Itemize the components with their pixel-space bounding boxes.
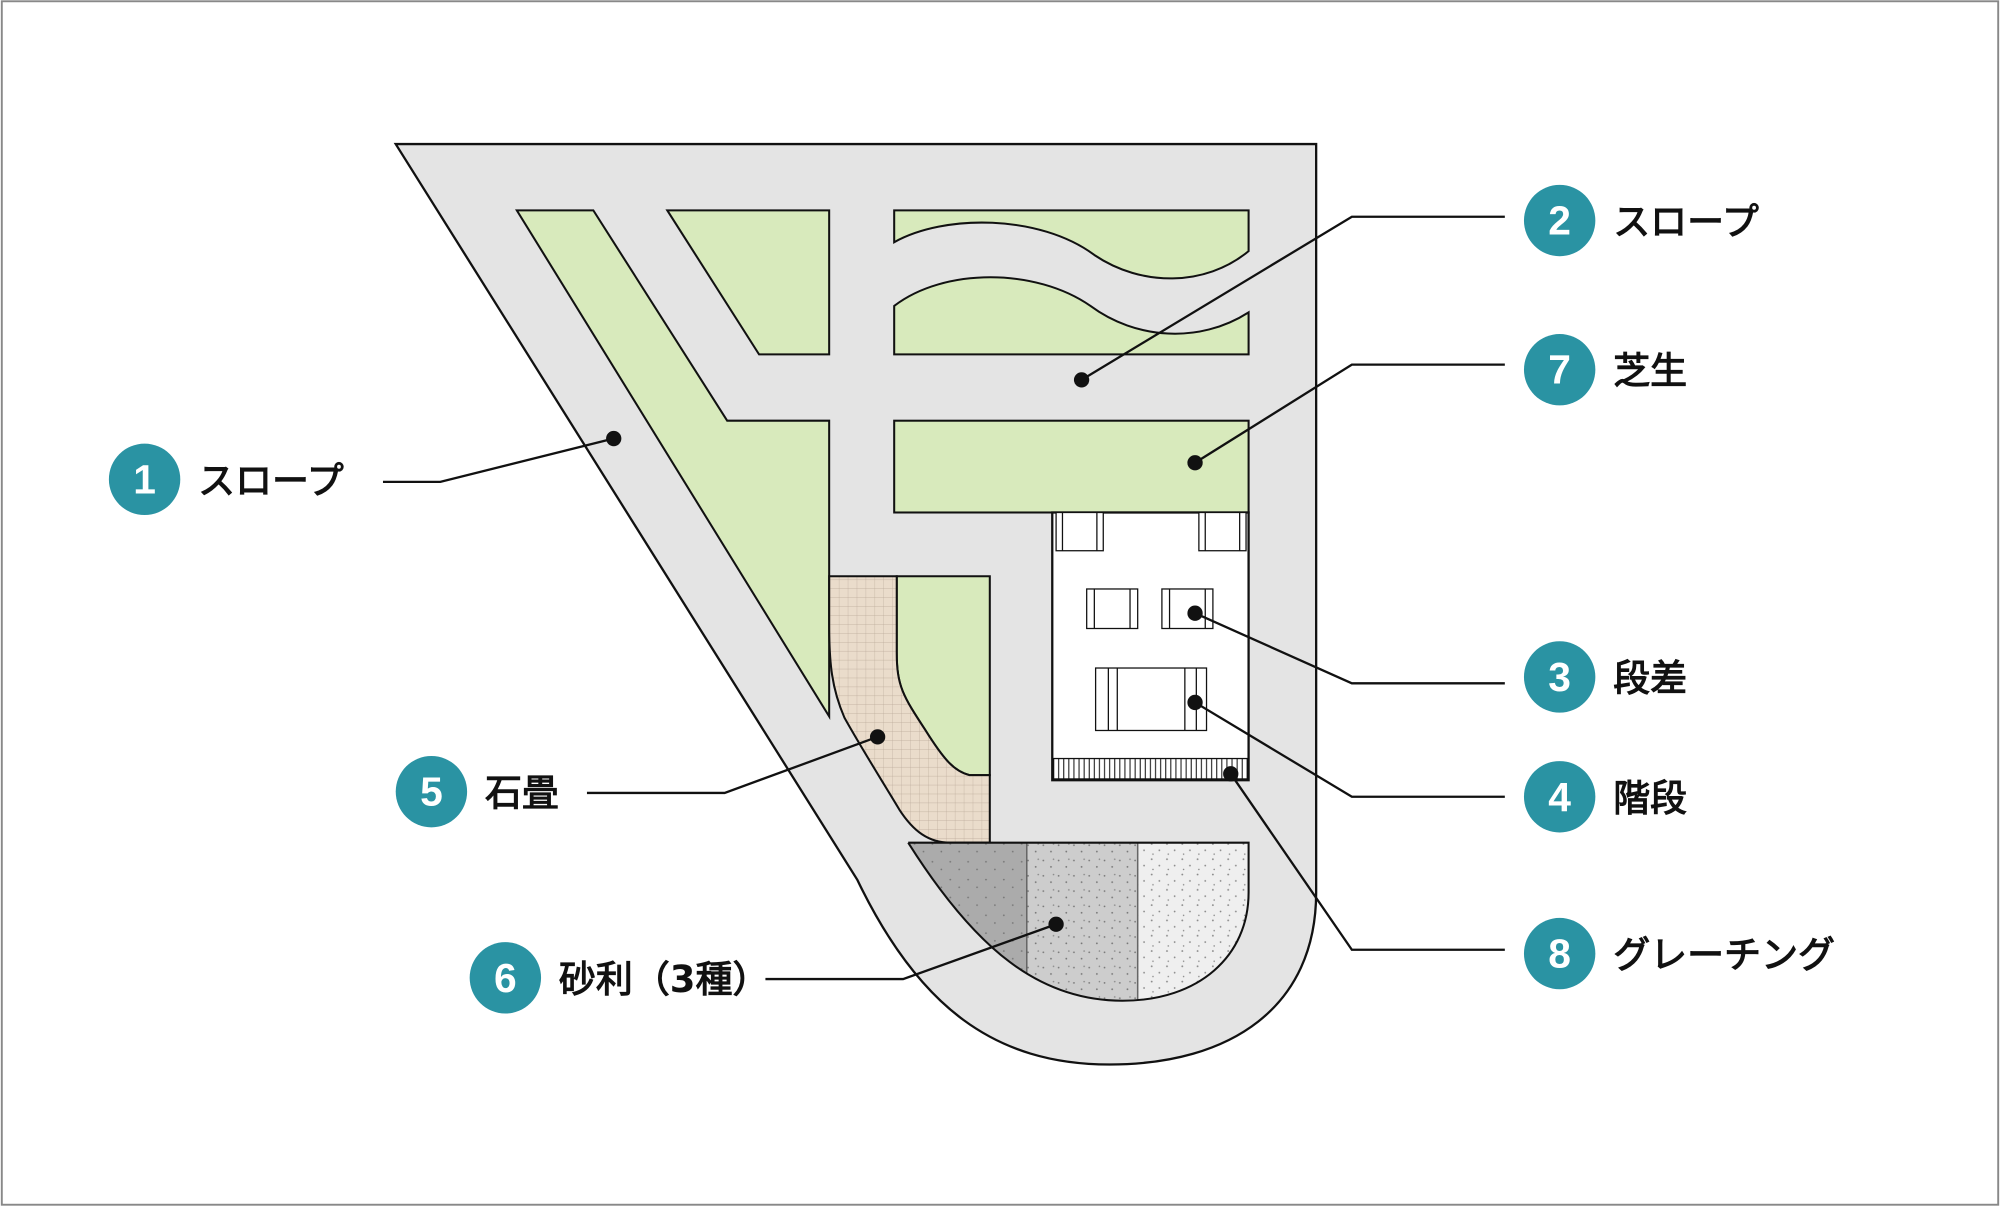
callout-number: 7 bbox=[1548, 347, 1571, 393]
callout-badge bbox=[1523, 761, 1596, 833]
callout-badge bbox=[108, 443, 181, 516]
callout-number: 2 bbox=[1548, 198, 1571, 244]
callout-badge bbox=[469, 942, 542, 1014]
callout-label: スロープ bbox=[1613, 201, 1759, 244]
callout-label: 石畳 bbox=[484, 772, 559, 815]
callout-6: 6 砂利（3種） bbox=[469, 942, 770, 1014]
step-blocks bbox=[1055, 511, 1247, 732]
callout-badge bbox=[395, 755, 468, 828]
callout-label: スロープ bbox=[198, 459, 344, 502]
callout-3: 3 段差 bbox=[1523, 641, 1687, 713]
callout-number: 3 bbox=[1548, 654, 1571, 700]
callout-label: 砂利（3種） bbox=[559, 958, 770, 1001]
stone-paving bbox=[828, 575, 991, 844]
callout-5: 5 石畳 bbox=[395, 755, 559, 828]
callout-2: 2 スロープ bbox=[1523, 184, 1759, 257]
callout-4: 4 階段 bbox=[1523, 761, 1687, 833]
callout-badge bbox=[1523, 641, 1596, 713]
callout-label: 階段 bbox=[1613, 777, 1687, 820]
callout-badge bbox=[1523, 334, 1596, 406]
callout-7: 7 芝生 bbox=[1523, 334, 1687, 406]
callout-1: 1 スロープ bbox=[108, 443, 344, 516]
callout-number: 8 bbox=[1548, 931, 1571, 977]
callout-number: 5 bbox=[420, 769, 443, 815]
callout-badge bbox=[1523, 184, 1596, 257]
callout-number: 4 bbox=[1548, 774, 1571, 820]
callout-badge bbox=[1523, 917, 1596, 990]
building-area bbox=[1051, 511, 1250, 782]
callout-number: 1 bbox=[133, 456, 156, 502]
callout-8: 8 グレーチング bbox=[1523, 917, 1835, 990]
callout-label: グレーチング bbox=[1613, 934, 1835, 977]
callout-label: 芝生 bbox=[1613, 350, 1687, 393]
callout-label: 段差 bbox=[1613, 657, 1687, 700]
leader-lines bbox=[382, 215, 1505, 981]
callout-number: 6 bbox=[494, 955, 517, 1001]
